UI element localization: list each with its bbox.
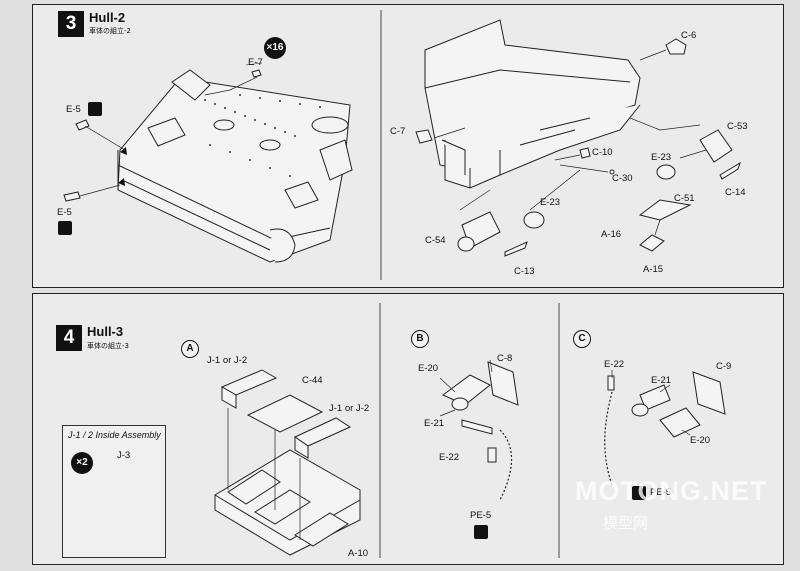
label-a10: A-10 — [348, 548, 369, 559]
label-j3: J-3 — [117, 450, 131, 461]
label-e7: E-7 — [248, 57, 263, 68]
label-b-pe5: PE-5 — [470, 510, 492, 521]
label-c10: C-10 — [592, 147, 613, 158]
label-c54: C-54 — [425, 235, 446, 246]
label-c-e22: E-22 — [604, 359, 625, 370]
label-j1-or-j2-right: J-1 or J-2 — [329, 403, 370, 414]
hull-rear-drawing — [117, 69, 353, 263]
quantity-badge-x16: ×16 — [264, 37, 286, 59]
label-e23-right: E-23 — [651, 152, 672, 163]
label-b-e21: E-21 — [424, 418, 445, 429]
label-c13: C-13 — [514, 266, 535, 277]
rotate-icon — [58, 221, 72, 235]
rotate-icon — [88, 102, 102, 116]
step-4-title: Hull-3 — [87, 324, 124, 339]
label-b-e20: E-20 — [418, 363, 439, 374]
rivet-pattern — [204, 94, 321, 177]
label-c-c9: C-9 — [716, 361, 732, 372]
step-4-number: 4 — [56, 325, 82, 351]
watermark-text: MOTONG.NET — [575, 476, 768, 506]
label-a15: A-15 — [643, 264, 664, 275]
label-c53: C-53 — [727, 121, 748, 132]
step-3-subtitle: 車体の組立-2 — [89, 27, 131, 35]
quantity-badge-x2: ×2 — [71, 452, 93, 474]
label-a16: A-16 — [601, 229, 622, 240]
assembly-c-drawing — [607, 371, 726, 438]
label-c44: C-44 — [302, 375, 323, 386]
label-c-pe5: PE-5 — [650, 487, 672, 498]
step-3-number: 3 — [58, 11, 84, 37]
label-c14: C-14 — [725, 187, 746, 198]
watermark-subtext: 模型网 — [603, 514, 649, 532]
label-c-e20: E-20 — [690, 435, 711, 446]
substep-a-marker: A — [181, 340, 199, 358]
inside-assembly-box — [62, 425, 166, 558]
photo-etch-icon — [632, 486, 646, 500]
label-b-e22: E-22 — [439, 452, 460, 463]
label-c30: C-30 — [612, 173, 633, 184]
label-j1-or-j2-top: J-1 or J-2 — [207, 355, 248, 366]
label-b-c8: C-8 — [497, 353, 513, 364]
substep-b-marker: B — [411, 330, 429, 348]
label-e5-top: E-5 — [66, 104, 81, 115]
label-e23-left: E-23 — [540, 197, 561, 208]
hull-body-drawing — [424, 19, 641, 189]
step-4-subtitle: 車体の組立-3 — [87, 342, 129, 350]
label-c-e21: E-21 — [651, 375, 672, 386]
inside-assembly-title: J-1 / 2 Inside Assembly — [68, 430, 161, 440]
photo-etch-icon — [474, 525, 488, 539]
label-c7: C-7 — [390, 126, 406, 137]
label-c51: C-51 — [674, 193, 695, 204]
label-e5-bottom: E-5 — [57, 207, 72, 218]
hatch-assembly-drawing — [214, 369, 361, 556]
label-c6: C-6 — [681, 30, 697, 41]
substep-c-marker: C — [573, 330, 591, 348]
assembly-b-drawing — [442, 361, 519, 463]
step-3-title: Hull-2 — [89, 10, 126, 25]
